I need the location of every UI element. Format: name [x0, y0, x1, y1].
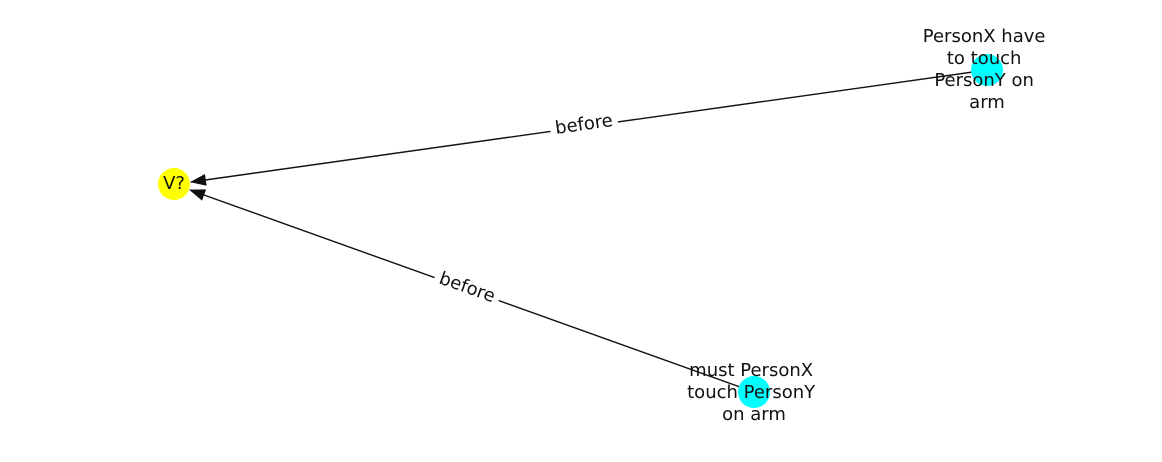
node-label: V? [163, 173, 185, 194]
edge-label-background [431, 264, 504, 310]
node-label: PersonX have to touch PersonY on arm [923, 26, 1051, 113]
node-label-line: touch PersonY [687, 382, 816, 403]
edge-label-top: before [548, 107, 620, 141]
edge-label-text: before [554, 110, 614, 139]
edge-label-background [548, 107, 620, 141]
node-label-line: PersonY on [934, 70, 1034, 91]
node-label: must PersonX touch PersonY on arm [687, 360, 821, 425]
node-circle [158, 168, 190, 200]
node-circle [971, 54, 1003, 86]
node-bottom: must PersonX touch PersonY on arm [687, 360, 821, 425]
node-label-line: arm [969, 92, 1005, 113]
edge-label-bottom: before [431, 264, 504, 310]
node-label-line: PersonX have [923, 26, 1046, 47]
node-label-line: to touch [947, 48, 1022, 69]
node-circle [738, 376, 770, 408]
node-v: V? [158, 168, 190, 200]
edge-label-text: before [436, 268, 498, 307]
node-top: PersonX have to touch PersonY on arm [923, 26, 1051, 113]
node-label-line: must PersonX [689, 360, 813, 381]
node-label-line: on arm [722, 404, 786, 425]
